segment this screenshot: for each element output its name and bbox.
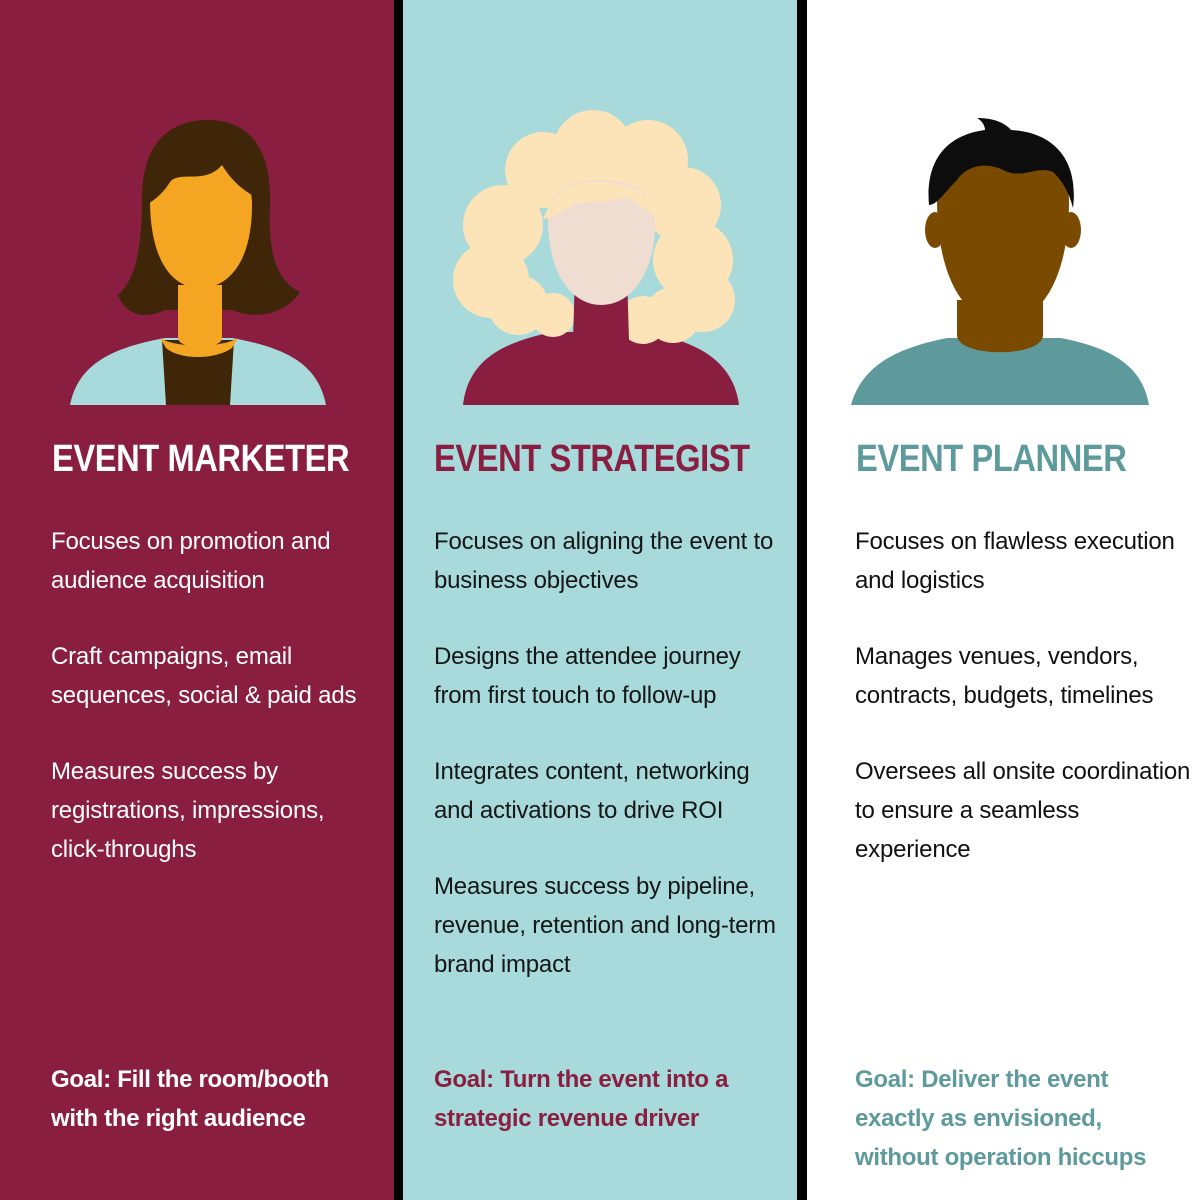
event-planner-column: EVENT PLANNER Focuses on flawless execut… [807,0,1200,1200]
goal-statement: Goal: Turn the event into a strategic re… [434,1066,729,1132]
list-item: Focuses on aligning the event to busines… [434,528,774,594]
event-marketer-column: EVENT MARKETER Focuses on promotion and … [0,0,394,1200]
list-item: Integrates content, networking and activ… [434,758,750,824]
goal-statement: Goal: Deliver the event exactly as envis… [855,1066,1147,1171]
list-item: Measures success by registrations, impre… [51,758,325,863]
list-item: Manages venues, vendors, contracts, budg… [855,643,1154,709]
list-item: Focuses on promotion and audience acquis… [51,528,331,594]
goal-statement: Goal: Fill the room/booth with the right… [51,1066,329,1132]
column-title: EVENT PLANNER [856,438,1127,480]
responsibility-list: Focuses on promotion and audience acquis… [51,522,381,906]
man-avatar-icon [807,110,1200,410]
woman-curly-blonde-hair-avatar-icon [403,110,797,410]
column-title: EVENT STRATEGIST [434,438,750,480]
list-item: Designs the attendee journey from first … [434,643,741,709]
list-item: Focuses on flawless execution and logist… [855,528,1175,594]
column-title: EVENT MARKETER [52,438,350,480]
responsibility-list: Focuses on flawless execution and logist… [855,522,1195,906]
list-item: Oversees all onsite coordination to ensu… [855,758,1191,863]
event-strategist-column: EVENT STRATEGIST Focuses on aligning the… [403,0,797,1200]
list-item: Measures success by pipeline, revenue, r… [434,873,776,978]
responsibility-list: Focuses on aligning the event to busines… [434,522,779,1021]
woman-dark-hair-avatar-icon [0,110,394,410]
list-item: Craft campaigns, email sequences, social… [51,643,357,709]
